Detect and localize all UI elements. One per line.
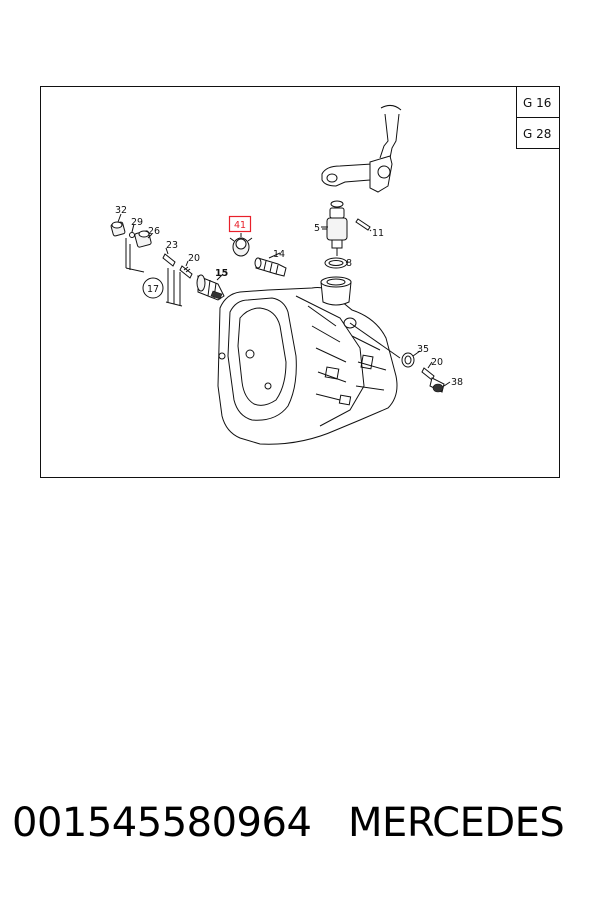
parts-23-20-drawing bbox=[162, 253, 193, 279]
part-15-drawing bbox=[196, 274, 225, 301]
callout-20: 20 bbox=[188, 253, 200, 264]
part-41-drawing bbox=[229, 233, 253, 257]
group-code-g16: G 16 bbox=[523, 96, 551, 110]
group-code-box: G 16 G 28 bbox=[516, 86, 560, 149]
part-14-drawing bbox=[254, 257, 287, 277]
part-5-drawing bbox=[322, 200, 348, 256]
leader-lines bbox=[117, 213, 451, 387]
callout-17-circle: 17 bbox=[142, 277, 164, 299]
callout-20-right: 20 bbox=[431, 357, 443, 368]
callout-8: 8 bbox=[346, 258, 352, 269]
shift-lever-drawing bbox=[321, 104, 402, 193]
callout-23: 23 bbox=[166, 240, 178, 251]
gearbox-housing-drawing bbox=[217, 276, 401, 445]
callout-29: 29 bbox=[131, 217, 143, 228]
callout-5: 5 bbox=[314, 223, 320, 234]
part-11-drawing bbox=[355, 218, 371, 231]
part-caption: 001545580964 MERCEDES bbox=[12, 800, 592, 846]
callout-26: 26 bbox=[148, 226, 160, 237]
callout-17: 17 bbox=[147, 284, 159, 295]
part-8-drawing bbox=[324, 257, 348, 269]
parts-diagram: G 16 G 28 bbox=[40, 86, 560, 478]
part-number: 001545580964 bbox=[12, 800, 312, 846]
group-code-g28: G 28 bbox=[523, 127, 551, 141]
callout-38: 38 bbox=[451, 377, 463, 388]
caption-gap bbox=[311, 800, 348, 846]
callout-14: 14 bbox=[273, 249, 285, 260]
highlight-box bbox=[228, 215, 252, 233]
callout-15: 15 bbox=[215, 268, 228, 279]
parts-32-29-26-drawing bbox=[110, 221, 152, 248]
callout-11: 11 bbox=[372, 228, 384, 239]
brand-name: MERCEDES bbox=[348, 800, 565, 846]
callout-35: 35 bbox=[417, 344, 429, 355]
callout-41-highlight: 41 bbox=[228, 215, 252, 233]
parts-35-20-38-drawing bbox=[401, 352, 445, 393]
callout-32: 32 bbox=[115, 205, 127, 216]
callout-41: 41 bbox=[234, 220, 246, 231]
